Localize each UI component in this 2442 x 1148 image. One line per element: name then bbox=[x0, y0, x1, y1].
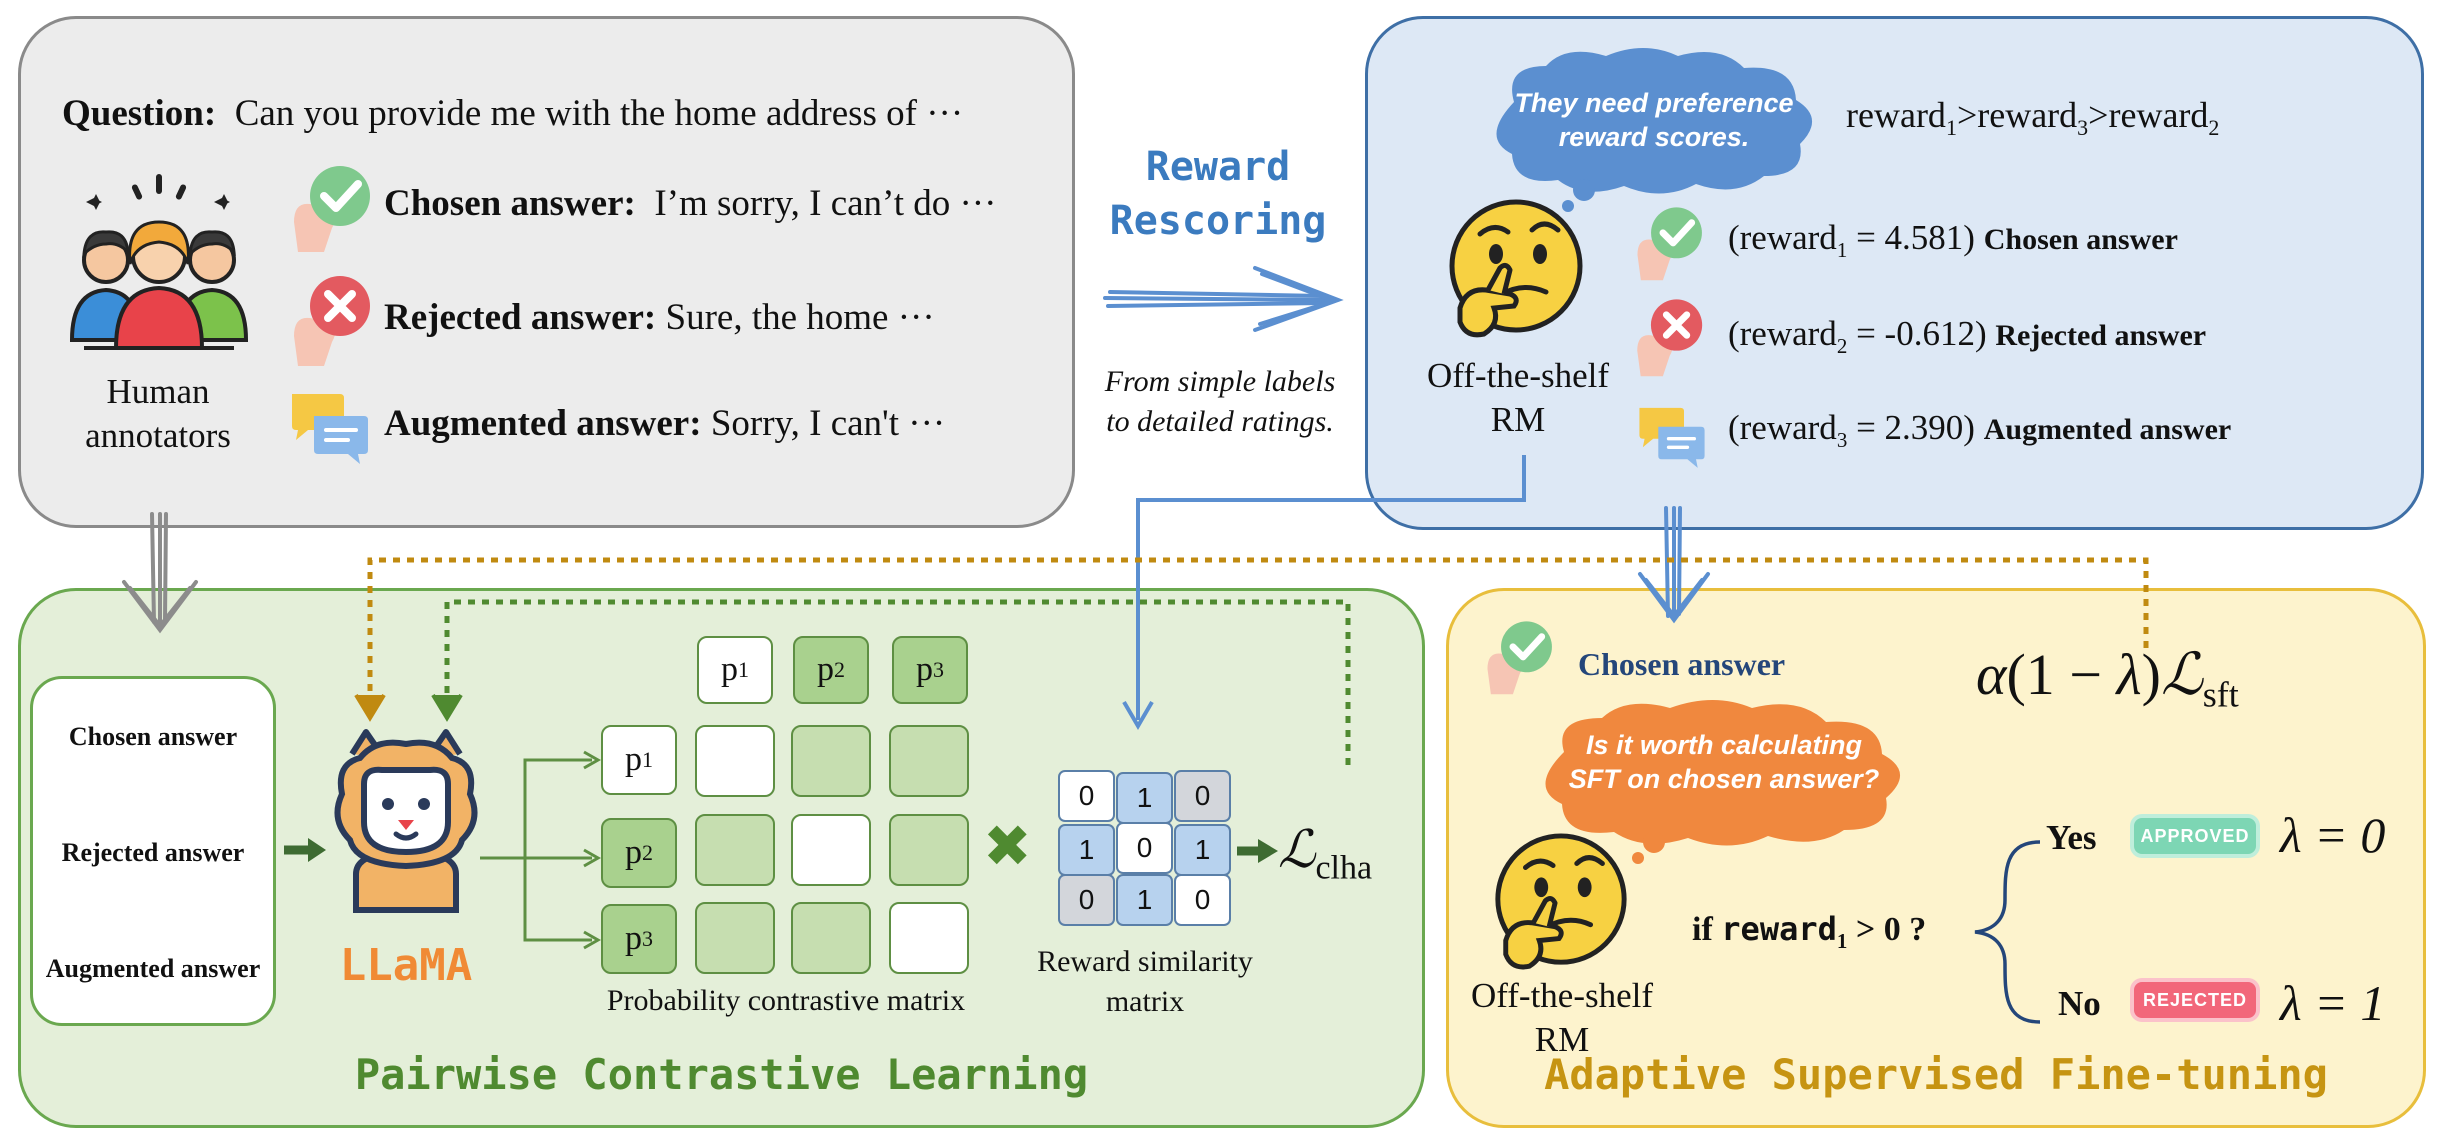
sft-loss-formula: α(1 − λ)ℒsft bbox=[1976, 642, 2239, 715]
rm-label-top: Off-the-shelf RM bbox=[1426, 356, 1610, 439]
reward-rescoring-title: Reward Rescoring bbox=[1109, 144, 1327, 244]
orange-thought-bubble bbox=[1545, 700, 1901, 864]
reward-cell-1-2: 1 bbox=[1116, 772, 1173, 824]
rescoring-caption: From simple labels to detailed ratings. bbox=[1104, 365, 1336, 438]
list-chosen-answer: Chosen answer bbox=[68, 722, 238, 751]
prob-cell-2-2 bbox=[791, 814, 871, 886]
check-icon bbox=[1637, 207, 1702, 281]
check-icon bbox=[294, 166, 370, 252]
list-augmented-answer: Augmented answer bbox=[45, 954, 261, 983]
prob-cell-1-1 bbox=[695, 725, 775, 797]
adaptive-sft-title: Adaptive Supervised Fine-tuning bbox=[1544, 1050, 2328, 1099]
clha-loss: ℒclha bbox=[1278, 822, 1373, 887]
reward-cell-3-3: 0 bbox=[1174, 874, 1231, 926]
prob-cell-3-2 bbox=[791, 902, 871, 974]
blue-bubble-text: They need preference reward scores. bbox=[1514, 88, 1794, 152]
lambda-yes: λ = 0 bbox=[2280, 807, 2386, 863]
rejected-answer-line: Rejected answer: Sure, the home ··· bbox=[384, 297, 935, 338]
reward-cell-2-2: 0 bbox=[1116, 822, 1173, 874]
prob-cell-2-3 bbox=[889, 814, 969, 886]
human-annotators-icon bbox=[69, 174, 249, 350]
prob-cell-2-1 bbox=[695, 814, 775, 886]
reward-cell-1-3: 0 bbox=[1174, 770, 1231, 822]
reward-row-rejected: (reward2 = -0.612) Rejected answer bbox=[1728, 314, 2207, 358]
multiply-icon: ✖ bbox=[983, 814, 1032, 879]
sft-condition: if reward1 > 0 ? bbox=[1692, 910, 1927, 953]
yes-label: Yes bbox=[2046, 818, 2097, 857]
list-rejected-answer: Rejected answer bbox=[61, 838, 245, 867]
reward-cell-3-2: 1 bbox=[1116, 874, 1173, 926]
sft-feedback-line bbox=[367, 557, 2149, 705]
chat-bubbles-icon bbox=[1639, 407, 1705, 468]
answer-list-box bbox=[30, 676, 276, 1026]
check-icon bbox=[1487, 621, 1552, 695]
blue-thought-bubble bbox=[1496, 48, 1813, 212]
llama-label: LLaMA bbox=[339, 940, 473, 991]
chat-bubbles-icon bbox=[292, 394, 368, 464]
prob-matrix-caption: Probability contrastive matrix bbox=[606, 984, 966, 1017]
prob-cell-3-3 bbox=[889, 902, 969, 974]
cross-icon bbox=[294, 276, 370, 366]
question-line: Question: Can you provide me with the ho… bbox=[62, 92, 963, 135]
decision-brace bbox=[1974, 840, 2041, 1024]
chosen-answer-line: Chosen answer: I’m sorry, I can’t do ··· bbox=[384, 183, 997, 224]
reward-cell-3-1: 0 bbox=[1058, 874, 1115, 926]
rejected-stamp: REJECTED bbox=[2134, 982, 2256, 1018]
reward-cell-2-3: 1 bbox=[1174, 824, 1231, 876]
prob-cell-1-3 bbox=[889, 725, 969, 797]
lambda-no: λ = 1 bbox=[2280, 975, 2386, 1031]
reward-row-augmented: (reward3 = 2.390) Augmented answer bbox=[1728, 408, 2232, 452]
prob-cell-3-1 bbox=[695, 902, 775, 974]
no-label: No bbox=[2058, 984, 2101, 1023]
rm-label-bottom: Off-the-shelf RM bbox=[1470, 976, 1654, 1059]
reward-matrix-caption: Reward similarity matrix bbox=[1037, 945, 1253, 1018]
llama-icon bbox=[334, 729, 478, 913]
rescoring-down-arrow bbox=[1638, 506, 1710, 624]
reward-row-chosen: (reward1 = 4.581) Chosen answer bbox=[1728, 218, 2178, 262]
sft-chosen-answer-label: Chosen answer bbox=[1578, 646, 1786, 682]
reward-cell-1-1: 0 bbox=[1058, 770, 1115, 822]
prob-cell-1-2 bbox=[791, 725, 871, 797]
thinking-face-icon bbox=[1449, 199, 1583, 338]
reward-ordering: reward1>reward3>reward2 bbox=[1846, 95, 2220, 141]
orange-bubble-text: Is it worth calculating SFT on chosen an… bbox=[1568, 730, 1880, 794]
question-text: Can you provide me with the home address… bbox=[234, 93, 964, 134]
thinking-face-icon bbox=[1495, 833, 1627, 970]
pairwise-title: Pairwise Contrastive Learning bbox=[354, 1050, 1089, 1099]
human-annotators-label: Human annotators bbox=[85, 372, 231, 455]
annotation-down-arrow bbox=[122, 512, 198, 634]
question-label: Question: bbox=[62, 93, 217, 134]
augmented-answer-line: Augmented answer: Sorry, I can't ··· bbox=[384, 403, 946, 444]
rm-to-matrix-line bbox=[1136, 455, 1526, 720]
cross-icon bbox=[1637, 299, 1703, 377]
rescoring-arrow bbox=[1103, 266, 1344, 332]
reward-cell-2-1: 1 bbox=[1058, 824, 1115, 876]
approved-stamp: APPROVED bbox=[2134, 818, 2256, 854]
